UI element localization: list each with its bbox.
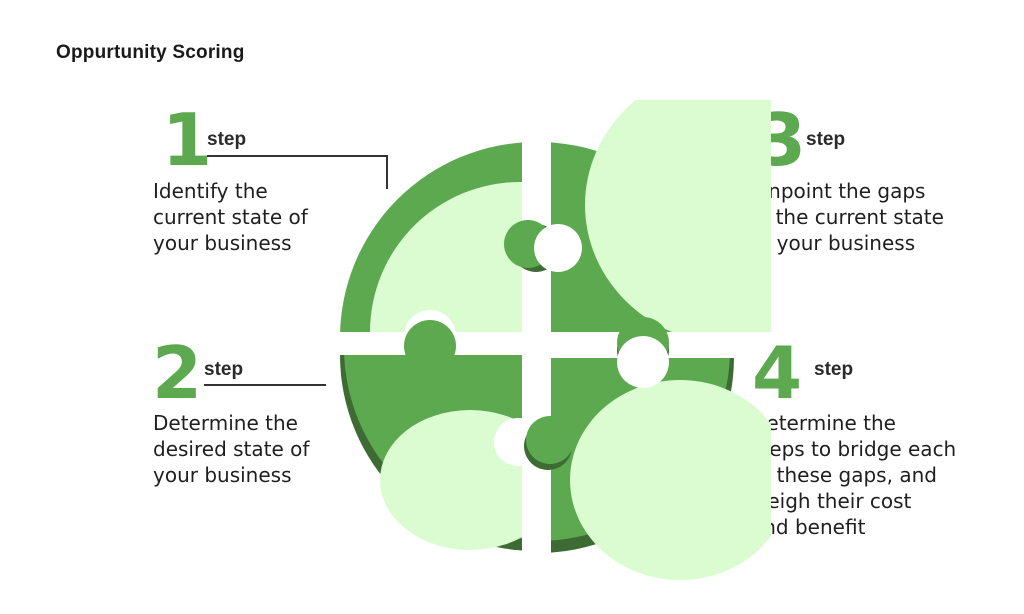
step-4-line-2: steps to bridge each [751, 437, 957, 461]
step-2-line-2: desired state of [153, 437, 310, 461]
step-3-line-1: Pinpoint the gaps [751, 179, 926, 203]
puzzle-piece-bottom-right [524, 336, 771, 580]
step-2-description: Determine the desired state of your busi… [153, 410, 309, 488]
step-1-line-2: current state of [153, 205, 308, 229]
step-2-label: step [204, 359, 244, 380]
step-2-connector [204, 384, 326, 386]
step-2-line-1: Determine the [153, 411, 298, 435]
step-3-line-3: of your business [751, 231, 916, 255]
step-1-line-1: Identify the [153, 179, 268, 203]
step-4-line-1: Determine the [751, 411, 896, 435]
step-2-line-3: your business [153, 463, 292, 487]
puzzle-piece-top-left [340, 142, 560, 362]
step-3-line-2: in the current state [751, 205, 944, 229]
puzzle-piece-bottom-left [340, 320, 542, 551]
step-1-connector-h [207, 155, 387, 157]
step-1-connector-v [386, 155, 388, 189]
step-2-number: 2 [152, 331, 203, 415]
step-4-line-4: weigh their cost [751, 489, 912, 513]
step-1-number: 1 [162, 98, 213, 182]
step-1-description: Identify the current state of your busin… [153, 178, 308, 256]
step-4-label: step [814, 359, 854, 380]
puzzle-piece-top-right [534, 100, 771, 376]
step-1-label: step [207, 129, 247, 150]
diagram-title: Oppurtunity Scoring [56, 42, 245, 63]
step-4-number: 4 [752, 331, 803, 415]
step-4-line-3: of these gaps, and [751, 463, 937, 487]
step-3-description: Pinpoint the gaps in the current state o… [751, 178, 944, 256]
step-3-label: step [806, 129, 846, 150]
step-1-line-3: your business [153, 231, 292, 255]
